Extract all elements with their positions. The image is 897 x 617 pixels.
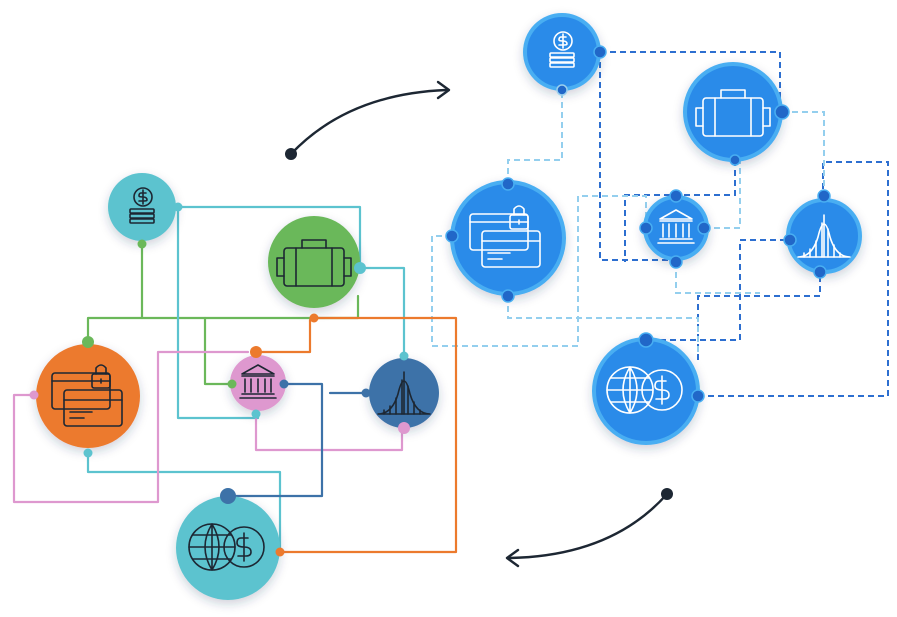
right-node-coins [523, 13, 601, 91]
right-node-distribution [786, 198, 862, 274]
top-arrow [285, 80, 451, 160]
right-node-globe [592, 337, 700, 445]
right-node-cards [450, 180, 566, 296]
briefcase-icon [695, 89, 771, 137]
globe-dollar-icon [606, 366, 683, 414]
dollar-coins-icon [549, 31, 575, 68]
dollar-coins-icon [129, 187, 155, 224]
credit-cards-lock-icon [469, 205, 541, 268]
left-node-cards [36, 344, 140, 448]
bottom-arrow [505, 488, 673, 568]
left-network-connectors [12, 205, 458, 554]
left-node-briefcase [268, 216, 360, 308]
left-node-distribution [369, 358, 439, 428]
left-node-globe [176, 496, 280, 600]
left-node-coins [108, 173, 176, 241]
globe-dollar-icon [188, 523, 265, 571]
credit-cards-lock-icon [51, 364, 123, 427]
right-node-briefcase [683, 62, 783, 162]
briefcase-icon [276, 239, 352, 287]
bell-curve-icon [797, 214, 851, 258]
bank-icon [239, 364, 277, 399]
left-node-bank [230, 355, 286, 411]
bell-curve-icon [377, 371, 431, 415]
bank-icon [657, 209, 695, 244]
